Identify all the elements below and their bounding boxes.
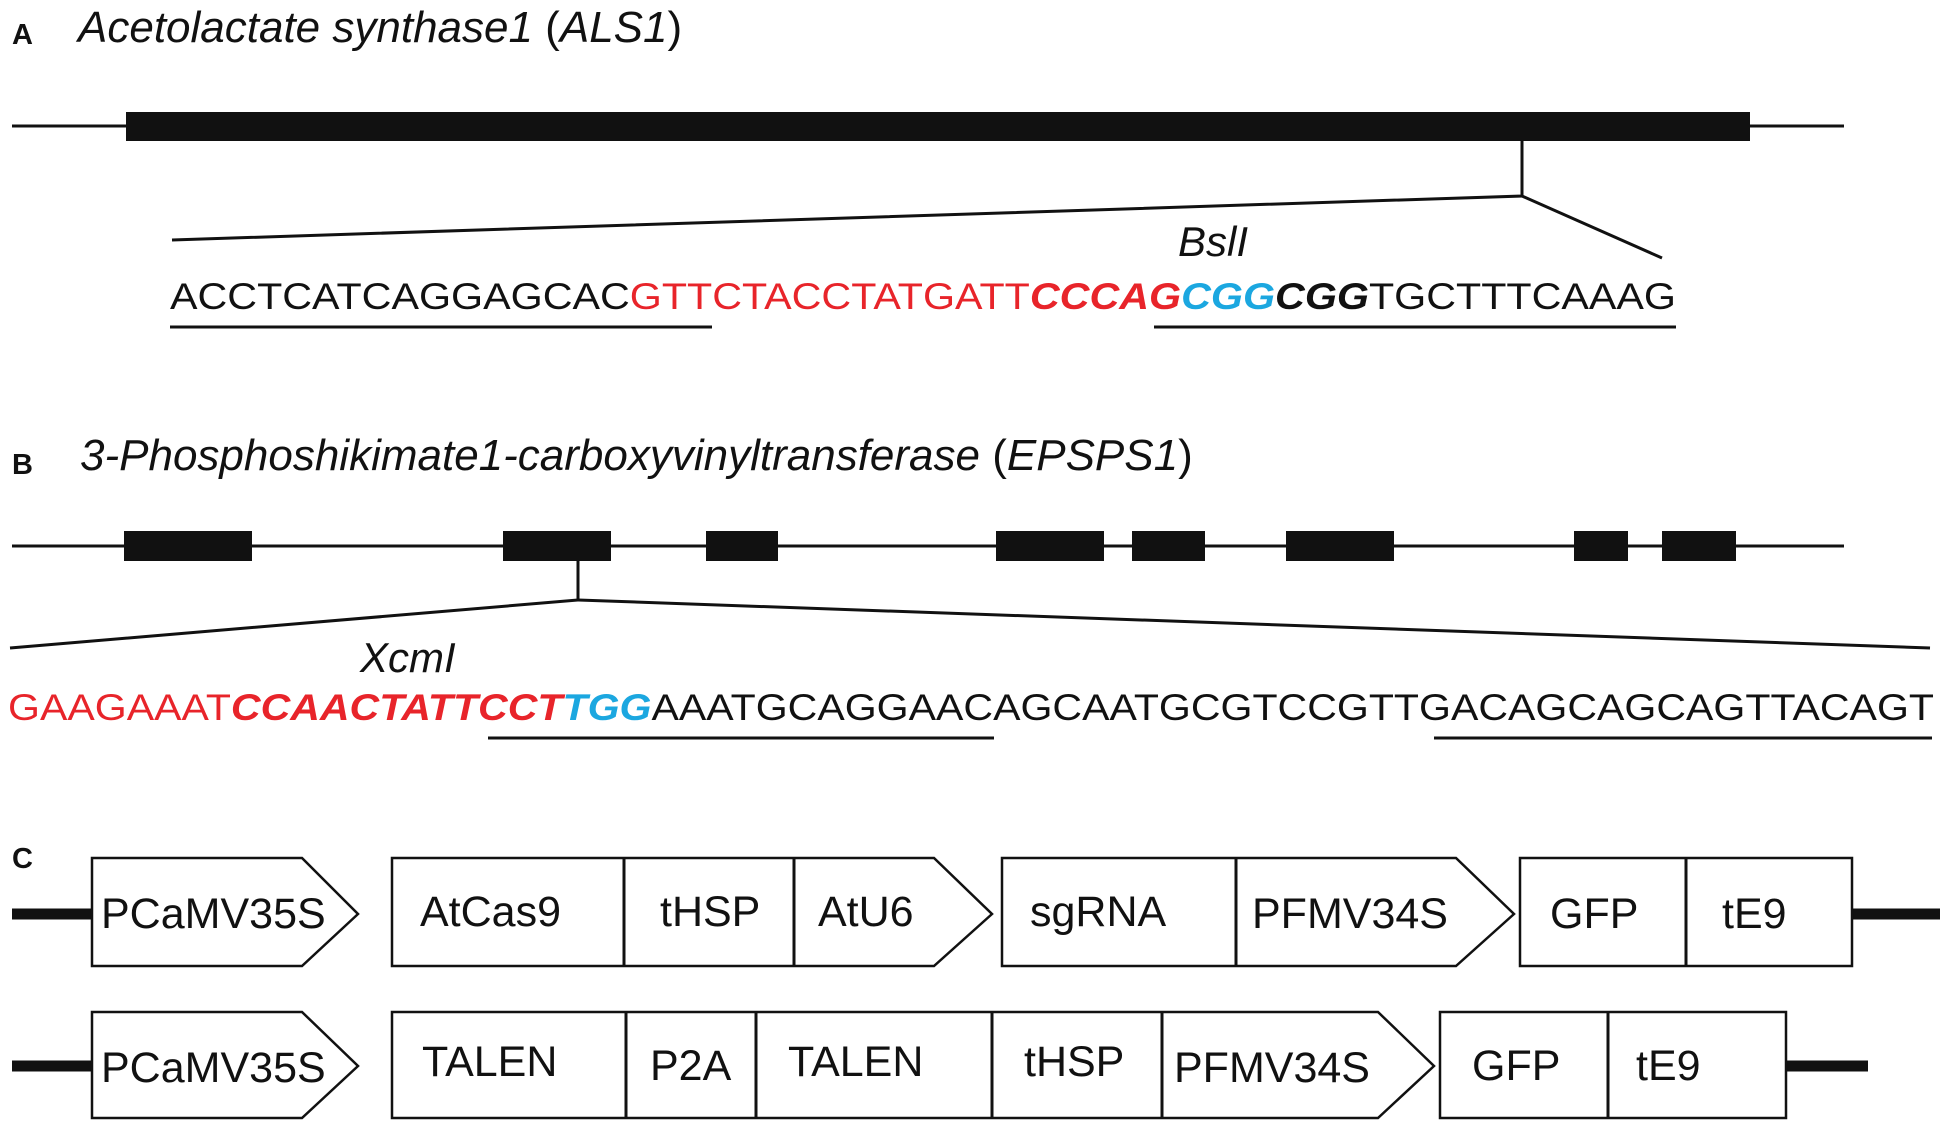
epsps1-exon-7: [1574, 531, 1628, 561]
als1-sequence-segment-4: CGG: [1275, 276, 1369, 317]
talen-label-1: TALEN: [422, 1038, 557, 1086]
atcas9-label: AtCas9: [420, 888, 561, 936]
epsps1-exon-3: [706, 531, 778, 561]
panel-c-label: C: [12, 843, 33, 875]
thsp-label-2: tHSP: [1024, 1038, 1124, 1086]
cas9-cassette: [390, 856, 994, 968]
talen-cassette: [390, 1010, 1436, 1120]
pcamv35s-label: PCaMV35S: [101, 890, 326, 938]
epsps1-exon-8: [1662, 531, 1736, 561]
epsps1-exons: [124, 531, 1736, 561]
als1-sequence-segment-5: TGCTTTCAAAG: [1369, 276, 1676, 317]
te9-label: tE9: [1722, 890, 1787, 938]
panel-a-label: A: [12, 19, 33, 51]
construct-crispr: PCaMV35S AtCas9 tHSP AtU6 sgRNA PFMV34S …: [12, 856, 1940, 968]
als1-zoom-lines: [171, 141, 1524, 242]
gfp-label-2: GFP: [1472, 1042, 1560, 1090]
epsps1-exon-4: [996, 531, 1104, 561]
pfmv34s-label-2: PFMV34S: [1174, 1044, 1370, 1092]
panel-b-label: B: [12, 449, 33, 481]
gfp-label: GFP: [1550, 890, 1638, 938]
sgrna-cassette: [1000, 856, 1516, 968]
bsli-enzyme-label: BslI: [1178, 218, 1248, 265]
pcamv35s-promoter-arrow-2: [90, 1010, 360, 1120]
epsps1-exon-6: [1286, 531, 1394, 561]
p2a-label: P2A: [650, 1042, 732, 1090]
als1-sequence-segment-0: ACCTCATCAGGAGCAC: [170, 276, 630, 317]
als1-exon: [126, 112, 1750, 141]
epsps1-exon-2: [503, 531, 611, 561]
epsps1-exon-5: [1132, 531, 1205, 561]
construct-talen: PCaMV35S TALEN P2A TALEN tHSP PFMV34S GF…: [12, 1010, 1868, 1120]
xcmi-enzyme-label: XcmI: [359, 634, 456, 681]
epsps1-zoom-line-right: [577, 598, 1931, 650]
pcamv35s-label-2: PCaMV35S: [101, 1044, 326, 1092]
thsp-label: tHSP: [660, 888, 760, 936]
talen-label-2: TALEN: [788, 1038, 923, 1086]
als1-sequence-segment-2: CCCAG: [1030, 276, 1181, 317]
epsps1-sequence-segment-3: AAATGCAGGAACAGCAATGCGTCCGTTGACAGCAGCAGTT…: [651, 687, 1934, 728]
atu6-label: AtU6: [818, 888, 914, 936]
epsps1-sequence-segment-1: CCAACTATTCCT: [231, 687, 566, 728]
te9-label-2: tE9: [1636, 1042, 1701, 1090]
panel-a-gene-title: Acetolactate synthase1 (ALS1): [75, 3, 682, 52]
epsps1-sequence-segment-0: GAAGAAAT: [8, 687, 231, 728]
pcamv35s-promoter-arrow: [90, 856, 360, 968]
panel-b-gene-title: 3-Phosphoshikimate1-carboxyvinyltransfer…: [80, 431, 1193, 480]
als1-sequence-segment-1: GTTCTACCTATGATT: [630, 276, 1030, 317]
als1-zoom-line-right: [1521, 194, 1663, 260]
gfp-cassette-2: [1438, 1010, 1788, 1120]
epsps1-zoom-lines: [9, 561, 580, 650]
epsps1-exon-1: [124, 531, 252, 561]
als1-sequence-segment-3: CGG: [1181, 276, 1275, 317]
sgrna-label: sgRNA: [1030, 888, 1167, 936]
pfmv34s-label: PFMV34S: [1252, 890, 1448, 938]
epsps1-sequence-segment-2: TGG: [562, 687, 651, 728]
